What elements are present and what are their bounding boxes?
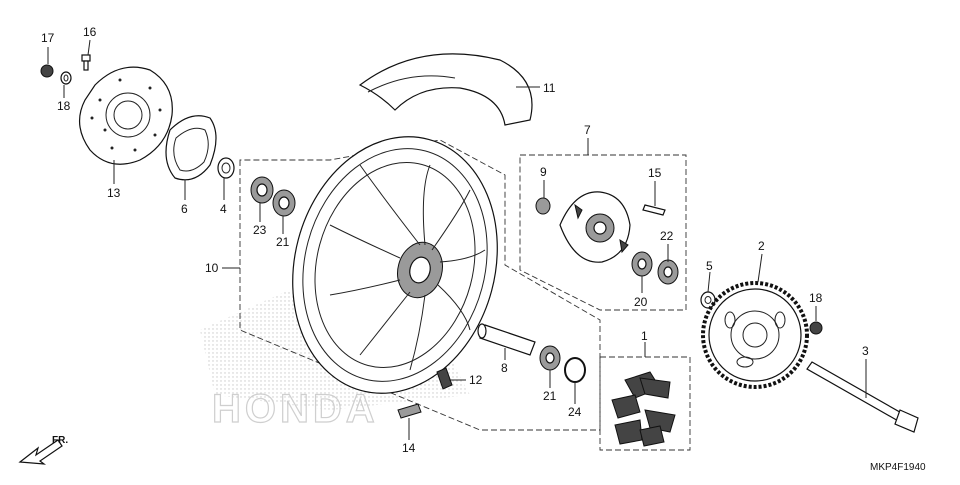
leader-lines	[47, 39, 867, 440]
callout-7: 7	[584, 123, 591, 137]
callout-1: 1	[641, 329, 648, 343]
callout-numbers: 17 16 18 13 6 4 23 21 10 11 7 9 15 22 20…	[41, 25, 869, 455]
callout-12: 12	[469, 373, 483, 387]
callout-15: 15	[648, 166, 662, 180]
rear-axle	[806, 361, 919, 433]
bearing-left-outer	[250, 176, 274, 204]
sprocket-nut	[809, 321, 823, 335]
wheel-dampers	[611, 371, 676, 447]
brake-disc	[79, 66, 173, 165]
callout-16: 16	[83, 25, 97, 39]
bearing-left	[272, 189, 296, 217]
stud-bolt	[642, 204, 666, 216]
nut	[40, 64, 54, 78]
callout-17: 17	[41, 31, 55, 45]
callout-10: 10	[205, 261, 219, 275]
callout-5: 5	[706, 259, 713, 273]
axle-washer	[700, 291, 716, 309]
front-direction-label: FR.	[52, 435, 68, 446]
rear-wheel	[292, 136, 498, 394]
callout-20: 20	[634, 295, 648, 309]
callout-4: 4	[220, 202, 227, 216]
callout-22: 22	[660, 229, 674, 243]
drawing-code: MKP4F1940	[870, 462, 926, 473]
callout-21-left: 21	[276, 235, 290, 249]
sprocket	[701, 281, 809, 389]
callout-14: 14	[402, 441, 416, 455]
front-direction-arrow: FR.	[18, 435, 68, 465]
disc-bolt	[81, 54, 91, 71]
balance-weight	[397, 403, 422, 419]
collar	[217, 157, 235, 179]
callout-3: 3	[862, 344, 869, 358]
flange-collar	[535, 197, 551, 215]
flange-bearing-inner	[631, 251, 653, 277]
distance-collar	[477, 323, 536, 356]
callout-18: 18	[809, 291, 823, 305]
callout-6: 6	[181, 202, 188, 216]
flange-bearing-outer	[657, 259, 679, 285]
o-ring	[564, 357, 586, 383]
callout-8: 8	[501, 361, 508, 375]
bearing-right	[539, 345, 561, 371]
air-valve	[436, 367, 453, 390]
callout-24: 24	[568, 405, 582, 419]
callout-23: 23	[253, 223, 267, 237]
callout-19: 18	[57, 99, 71, 113]
callout-13: 13	[107, 186, 121, 200]
callout-21-right: 21	[543, 389, 557, 403]
callout-11: 11	[543, 81, 556, 95]
watermark-text: HONDA	[212, 387, 379, 431]
washer	[60, 71, 72, 85]
callout-9: 9	[540, 165, 547, 179]
callout-2: 2	[758, 239, 765, 253]
final-driven-flange	[559, 191, 631, 263]
hub-seal	[165, 115, 217, 181]
tire	[358, 53, 533, 126]
